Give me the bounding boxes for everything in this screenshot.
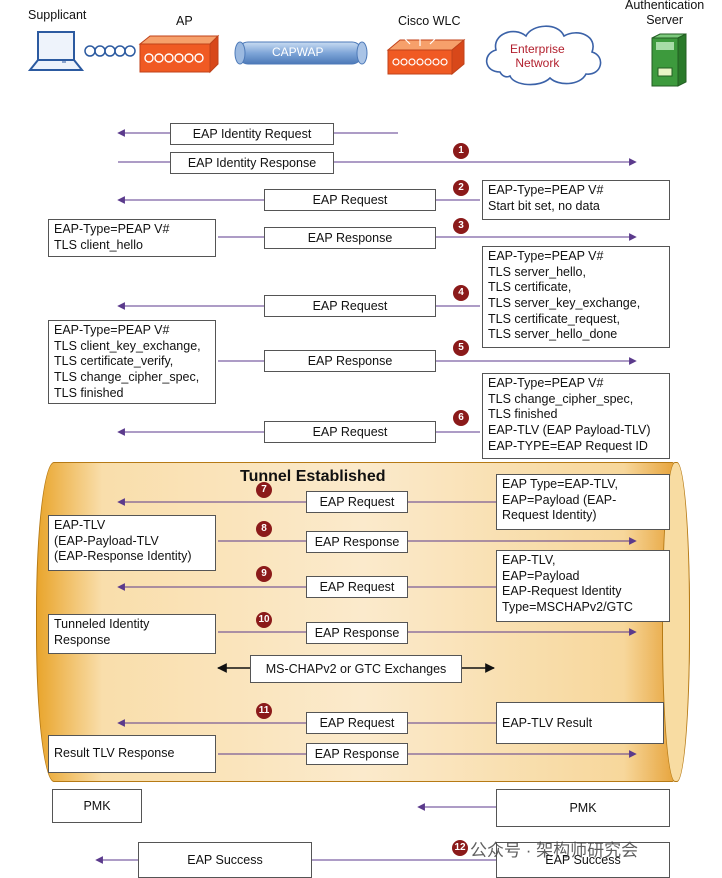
note-line: EAP-Type=PEAP V# <box>488 376 604 390</box>
step-badge-6: 6 <box>453 410 469 426</box>
enterprise-network-label: Enterprise Network <box>510 42 565 70</box>
step-badge-4: 4 <box>453 285 469 301</box>
note-line: EAP-Type=PEAP V# <box>54 323 170 337</box>
enterprise-network-cloud-icon <box>485 25 602 86</box>
capwap-label: CAPWAP <box>272 45 324 59</box>
step11-eap-request-box: EAP Request <box>306 712 408 734</box>
step9-eap-request-box: EAP Request <box>306 576 408 598</box>
server-note-step9: EAP-TLV, EAP=Payload EAP-Request Identit… <box>496 550 670 622</box>
capwap-tunnel-icon <box>234 41 368 65</box>
note-line: TLS certificate_request, <box>488 311 621 326</box>
note-line: TLS client_key_exchange, <box>54 338 201 353</box>
note-line: Response <box>54 632 111 647</box>
server-note-step7: EAP Type=EAP-TLV, EAP=Payload (EAP- Requ… <box>496 474 670 530</box>
note-line: TLS client_hello <box>54 237 143 252</box>
tunnel-title: Tunnel Established <box>240 468 386 485</box>
pmk-client-box: PMK <box>52 789 142 823</box>
note-line: EAP-TLV <box>54 518 106 532</box>
note-line: TLS certificate_verify, <box>54 354 174 369</box>
server-icon <box>651 33 687 87</box>
step-badge-8: 8 <box>256 521 272 537</box>
eap-success-client-box: EAP Success <box>138 842 312 878</box>
eap-identity-response-box: EAP Identity Response <box>170 152 334 174</box>
note-line: Tunneled Identity <box>54 617 150 631</box>
note-line: EAP-Type=PEAP V# <box>488 183 604 197</box>
client-note-step10: Tunneled Identity Response <box>48 614 216 654</box>
network-line-2: Network <box>515 56 560 70</box>
client-note-step8: EAP-TLV (EAP-Payload-TLV (EAP-Response I… <box>48 515 216 571</box>
note-line: EAP=Payload <box>502 568 580 583</box>
network-line-1: Enterprise <box>510 42 565 56</box>
note-line: EAP-TYPE=EAP Request ID <box>488 438 648 453</box>
step2-eap-request-box: EAP Request <box>264 189 436 211</box>
note-line: Start bit set, no data <box>488 198 600 213</box>
step-badge-2: 2 <box>453 180 469 196</box>
step5-eap-response-box: EAP Response <box>264 350 436 372</box>
server-note-step4: EAP-Type=PEAP V# TLS server_hello, TLS c… <box>482 246 670 348</box>
wireless-link-icon <box>84 45 136 57</box>
step7-eap-request-box: EAP Request <box>306 491 408 513</box>
note-line: Request Identity) <box>502 508 597 523</box>
note-line: EAP-Request Identity <box>502 584 622 599</box>
note-line: TLS change_cipher_spec, <box>488 391 634 406</box>
step-badge-12: 12 <box>452 840 468 856</box>
auth-server-label: Authentication Server <box>625 0 704 28</box>
step10-eap-response-box: EAP Response <box>306 622 408 644</box>
step11-eap-response-box: EAP Response <box>306 743 408 765</box>
eap-identity-request-box: EAP Identity Request <box>170 123 334 145</box>
step3-eap-response-box: EAP Response <box>264 227 436 249</box>
server-note-step6: EAP-Type=PEAP V# TLS change_cipher_spec,… <box>482 373 670 459</box>
note-line: Result TLV Response <box>54 746 175 760</box>
note-line: TLS finished <box>488 407 558 422</box>
note-line: EAP-TLV, <box>502 553 556 567</box>
note-line: TLS finished <box>54 385 124 400</box>
step6-eap-request-box: EAP Request <box>264 421 436 443</box>
eap-success-server-box: EAP Success <box>496 842 670 878</box>
step-badge-10: 10 <box>256 612 272 628</box>
client-note-step5: EAP-Type=PEAP V# TLS client_key_exchange… <box>48 320 216 404</box>
note-line: TLS change_cipher_spec, <box>54 369 200 384</box>
step-badge-3: 3 <box>453 218 469 234</box>
server-note-step11: EAP-TLV Result <box>496 702 664 744</box>
access-point-icon <box>138 34 220 74</box>
pmk-server-box: PMK <box>496 789 670 827</box>
step4-eap-request-box: EAP Request <box>264 295 436 317</box>
server-note-step2: EAP-Type=PEAP V# Start bit set, no data <box>482 180 670 220</box>
step-badge-1: 1 <box>453 143 469 159</box>
note-line: TLS server_hello_done <box>488 327 618 342</box>
note-line: EAP-Type=PEAP V# <box>54 222 170 236</box>
note-line: EAP Type=EAP-TLV, <box>502 477 618 491</box>
note-line: EAP-TLV (EAP Payload-TLV) <box>488 422 651 437</box>
ap-label: AP <box>176 14 193 28</box>
step-badge-9: 9 <box>256 566 272 582</box>
auth-server-line-1: Authentication <box>625 0 705 12</box>
note-line: Type=MSCHAPv2/GTC <box>502 599 633 614</box>
step-badge-5: 5 <box>453 340 469 356</box>
mschap-gtc-box: MS-CHAPv2 or GTC Exchanges <box>250 655 462 683</box>
supplicant-label: Supplicant <box>28 8 87 22</box>
client-note-step3: EAP-Type=PEAP V# TLS client_hello <box>48 219 216 257</box>
client-note-step11: Result TLV Response <box>48 735 216 773</box>
wlc-controller-icon <box>386 34 466 76</box>
auth-server-line-2: Server <box>646 13 684 27</box>
note-line: EAP=Payload (EAP- <box>502 492 617 507</box>
note-line: EAP-TLV Result <box>502 716 593 730</box>
step-badge-7: 7 <box>256 482 272 498</box>
note-line: (EAP-Payload-TLV <box>54 533 159 548</box>
note-line: EAP-Type=PEAP V# <box>488 249 604 263</box>
step-badge-11: 11 <box>256 703 272 719</box>
note-line: TLS server_hello, <box>488 264 586 279</box>
watermark-text: 公众号 · 架构师研究会 <box>470 841 639 860</box>
note-line: TLS server_key_exchange, <box>488 295 641 310</box>
laptop-icon <box>27 31 85 71</box>
note-line: (EAP-Response Identity) <box>54 549 192 564</box>
wlc-label: Cisco WLC <box>398 14 461 28</box>
step8-eap-response-box: EAP Response <box>306 531 408 553</box>
note-line: TLS certificate, <box>488 280 572 295</box>
